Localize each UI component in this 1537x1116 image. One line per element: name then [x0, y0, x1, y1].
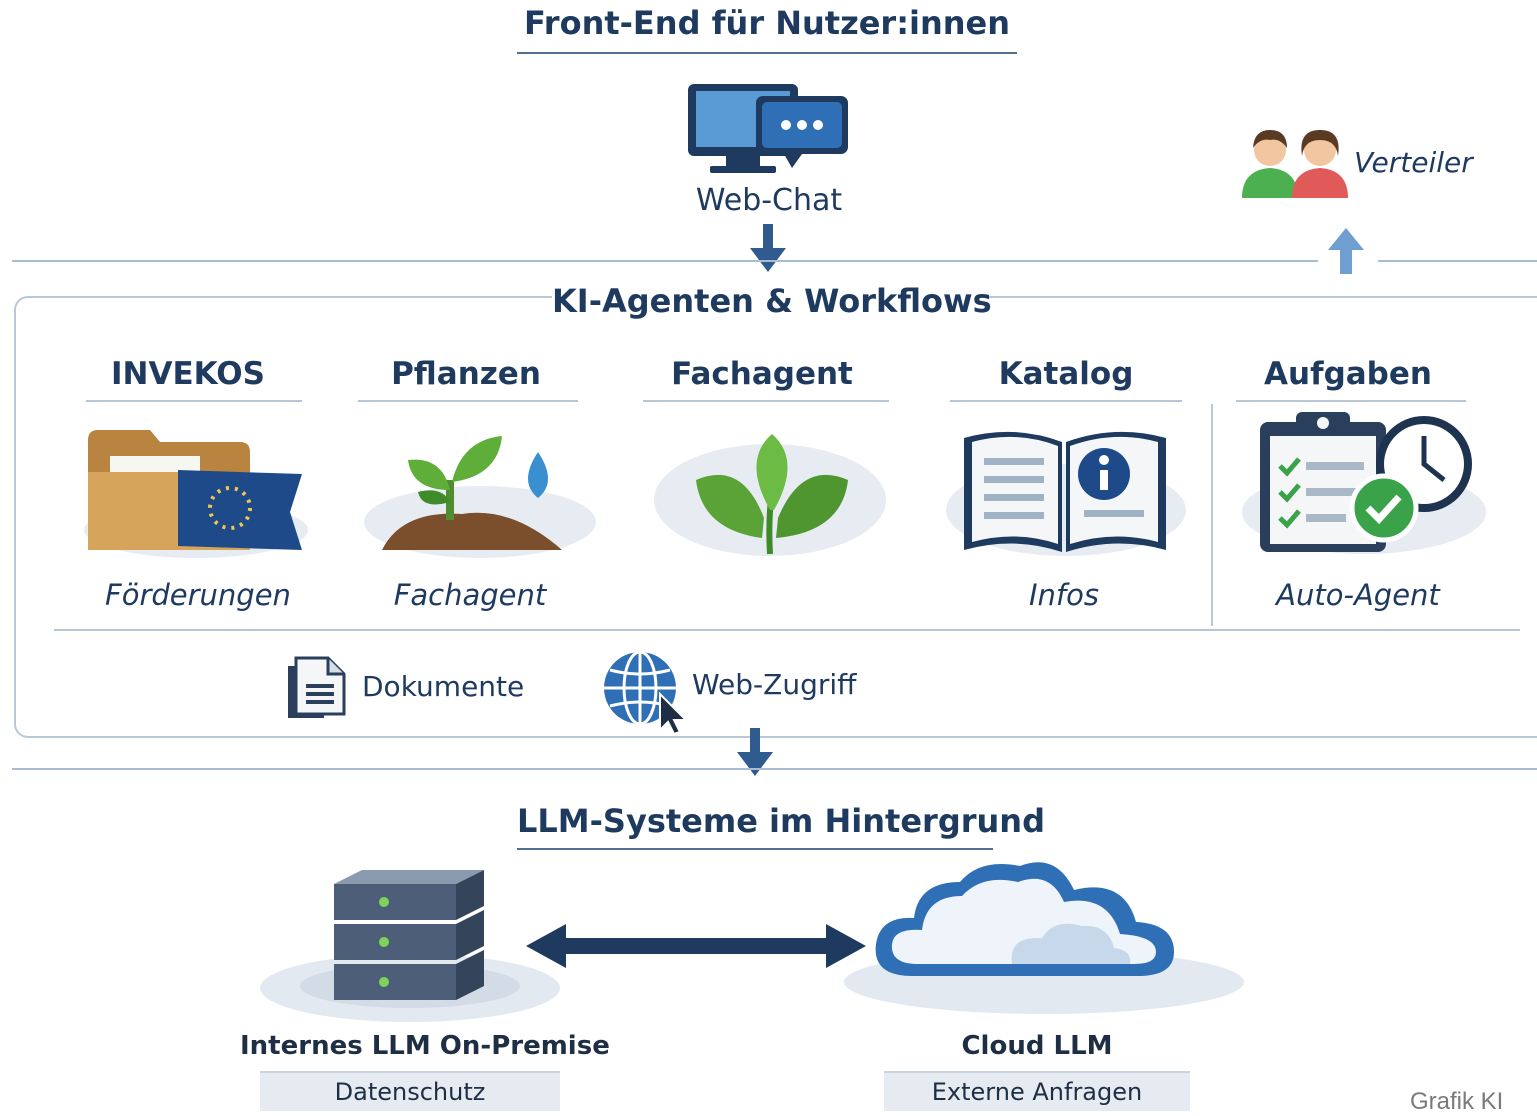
tools-separator	[54, 629, 1520, 631]
cloud-llm-name: Cloud LLM	[961, 1031, 1113, 1061]
cloud-icon[interactable]	[842, 852, 1246, 1016]
agents-section-title: KI-Agenten & Workflows	[552, 282, 992, 320]
book-info-icon[interactable]	[944, 418, 1188, 560]
credit-text: Grafik KI	[1410, 1088, 1504, 1115]
agent-fachagent-heading: Fachagent	[671, 356, 853, 392]
web-access-label: Web-Zugriff	[692, 668, 857, 701]
clipboard-clock-icon[interactable]	[1240, 406, 1488, 558]
internal-llm-tag: Datenschutz	[260, 1071, 560, 1111]
document-icon[interactable]	[284, 656, 348, 720]
users-icon	[1242, 130, 1348, 198]
agent-pflanzen-underline	[358, 400, 578, 402]
internal-llm-name: Internes LLM On-Premise	[240, 1031, 610, 1061]
agent-pflanzen-heading: Pflanzen	[391, 356, 541, 392]
cloud-llm-tag: Externe Anfragen	[884, 1071, 1190, 1111]
down-arrow-icon	[737, 728, 773, 776]
server-icon[interactable]	[256, 868, 564, 1024]
agent-invekos-underline	[86, 400, 302, 402]
separator-bottom	[12, 768, 1537, 770]
llm-section-title: LLM-Systeme im Hintergrund	[517, 802, 1045, 840]
agent-aufgaben-underline	[1236, 400, 1466, 402]
llm-title-underline	[517, 848, 993, 850]
agents-divider	[1211, 404, 1213, 626]
separator-top-left	[12, 260, 1318, 262]
web-chat-label: Web-Chat	[695, 183, 843, 218]
up-arrow-icon	[1328, 228, 1364, 274]
agent-aufgaben-sub: Auto-Agent	[1276, 578, 1440, 612]
agent-katalog-heading: Katalog	[998, 356, 1134, 392]
frontend-title: Front-End für Nutzer:innen	[523, 4, 1011, 42]
agent-invekos-sub: Förderungen	[105, 578, 291, 612]
agent-katalog-underline	[950, 400, 1182, 402]
verteiler-label: Verteiler	[1354, 146, 1473, 179]
folder-eu-icon[interactable]	[80, 420, 312, 562]
leaves-icon[interactable]	[652, 420, 888, 560]
down-arrow-icon	[750, 224, 786, 272]
separator-top-right	[1378, 260, 1537, 262]
agent-invekos-heading: INVEKOS	[111, 356, 265, 392]
web-chat-icon[interactable]	[684, 80, 854, 180]
globe-cursor-icon[interactable]	[602, 650, 690, 734]
plant-icon[interactable]	[362, 410, 598, 560]
agent-aufgaben-heading: Aufgaben	[1264, 356, 1432, 392]
bidirectional-arrow-icon	[526, 924, 866, 968]
agent-katalog-sub: Infos	[1029, 578, 1099, 612]
agent-pflanzen-sub: Fachagent	[393, 578, 547, 612]
documents-label: Dokumente	[362, 670, 525, 703]
agent-fachagent-underline	[643, 400, 889, 402]
frontend-title-underline	[517, 52, 1017, 54]
